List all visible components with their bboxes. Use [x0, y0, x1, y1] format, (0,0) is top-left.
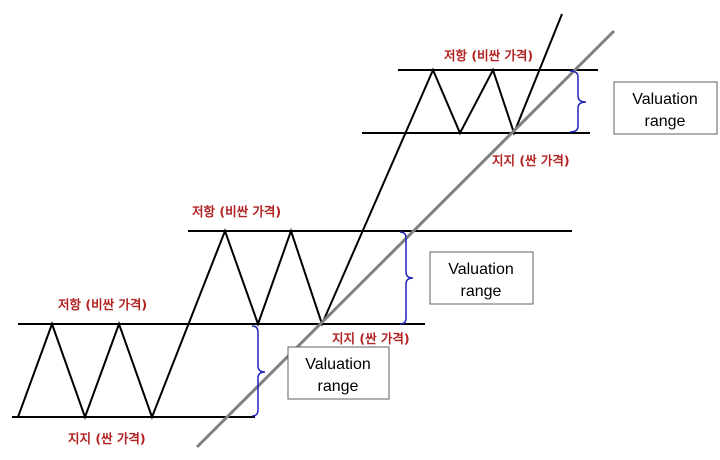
valuation-box-2-line2: range: [461, 283, 502, 300]
valuation-box-3-line1: Valuation: [632, 91, 698, 108]
valuation-box-1: Valuation range: [287, 346, 390, 400]
resistance-label-1: 저항 (비싼 가격): [58, 297, 147, 312]
brace-1: [251, 325, 266, 417]
resistance-label-2: 저항 (비싼 가격): [192, 204, 281, 219]
valuation-box-1-line1: Valuation: [305, 356, 371, 373]
support-label-1: 지지 (싼 가격): [68, 431, 146, 446]
valuation-box-3-line2: range: [645, 113, 686, 130]
brace-3: [569, 70, 587, 133]
brace-2: [399, 231, 414, 325]
support-label-2: 지지 (싼 가격): [332, 331, 410, 346]
resistance-label-3: 저항 (비싼 가격): [444, 48, 533, 63]
price-path: [17, 13, 563, 420]
valuation-box-3: Valuation range: [613, 81, 718, 135]
valuation-box-2-line1: Valuation: [448, 261, 514, 278]
support-label-3: 지지 (싼 가격): [492, 153, 570, 168]
valuation-box-1-line2: range: [318, 378, 359, 395]
valuation-box-2: Valuation range: [429, 251, 534, 305]
